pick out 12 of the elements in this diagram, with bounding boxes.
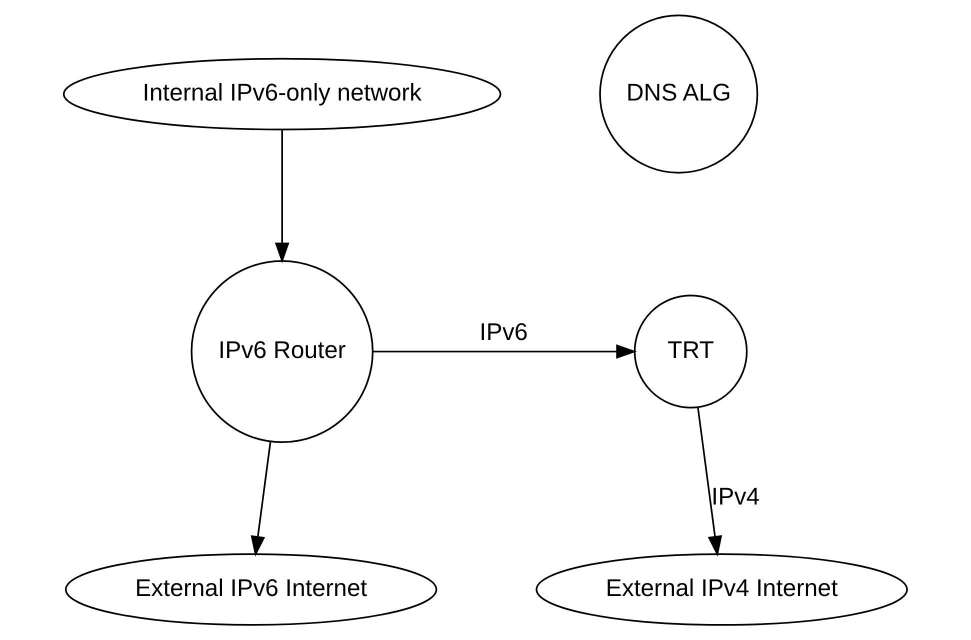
node-ellipse: External IPv4 Internet <box>536 553 908 626</box>
arrow <box>372 344 637 359</box>
arrow <box>697 408 722 557</box>
node-ellipse: External IPv6 Internet <box>64 553 438 626</box>
node-ellipse: Internal IPv6-only network <box>62 58 502 130</box>
arrow <box>250 442 272 557</box>
arrow <box>274 130 290 264</box>
edge-label: IPv6 <box>480 318 528 346</box>
node-circle: TRT <box>634 294 748 408</box>
node-circle: IPv6 Router <box>190 260 374 443</box>
node-circle: DNS ALG <box>599 14 758 174</box>
edge-label: IPv4 <box>711 484 760 511</box>
